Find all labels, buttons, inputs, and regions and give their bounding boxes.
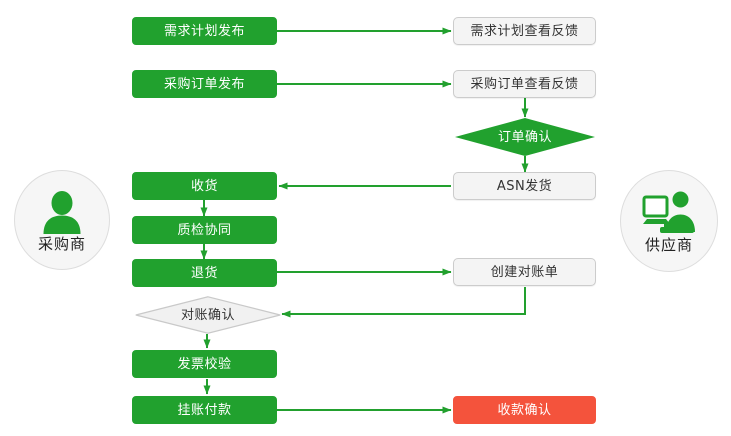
- node-po-publish[interactable]: 采购订单发布: [132, 70, 277, 98]
- node-label: 采购订单发布: [163, 76, 245, 92]
- person-computer-icon: [642, 190, 696, 236]
- node-label: 收货: [190, 178, 218, 194]
- node-asn-shipment[interactable]: ASN发货: [453, 172, 596, 200]
- node-label: 质检协同: [177, 222, 232, 238]
- node-qc-collab[interactable]: 质检协同: [132, 216, 277, 244]
- node-return-goods[interactable]: 退货: [132, 259, 277, 287]
- node-order-confirm[interactable]: 订单确认: [455, 118, 595, 156]
- edge-create-statement-to-statement-confirm: [281, 287, 526, 318]
- actor-buyer-label: 采购商: [37, 234, 86, 253]
- node-label: 收款确认: [497, 402, 552, 418]
- node-create-statement[interactable]: 创建对账单: [453, 258, 596, 286]
- node-label: 订单确认: [497, 129, 552, 145]
- node-demand-plan-publish[interactable]: 需求计划发布: [132, 17, 277, 45]
- actor-supplier[interactable]: 供应商: [620, 170, 718, 272]
- node-label: 创建对账单: [490, 264, 559, 280]
- node-label: 发票校验: [177, 356, 232, 372]
- node-label: 需求计划发布: [163, 23, 245, 39]
- node-demand-plan-feedback[interactable]: 需求计划查看反馈: [453, 17, 596, 45]
- node-label: 退货: [190, 265, 218, 281]
- node-po-feedback[interactable]: 采购订单查看反馈: [453, 70, 596, 98]
- node-invoice-verify[interactable]: 发票校验: [132, 350, 277, 378]
- node-label: ASN发货: [496, 178, 553, 194]
- node-label: 挂账付款: [177, 402, 232, 418]
- node-receipt-confirm[interactable]: 收款确认: [453, 396, 596, 424]
- node-receive-goods[interactable]: 收货: [132, 172, 277, 200]
- actor-supplier-label: 供应商: [644, 235, 693, 254]
- actor-buyer[interactable]: 采购商: [14, 170, 110, 270]
- person-icon: [35, 189, 89, 235]
- node-payable-payment[interactable]: 挂账付款: [132, 396, 277, 424]
- node-statement-confirm[interactable]: 对账确认: [135, 296, 281, 334]
- node-label: 采购订单查看反馈: [470, 76, 579, 92]
- node-label: 对账确认: [180, 307, 235, 323]
- node-label: 需求计划查看反馈: [470, 23, 579, 39]
